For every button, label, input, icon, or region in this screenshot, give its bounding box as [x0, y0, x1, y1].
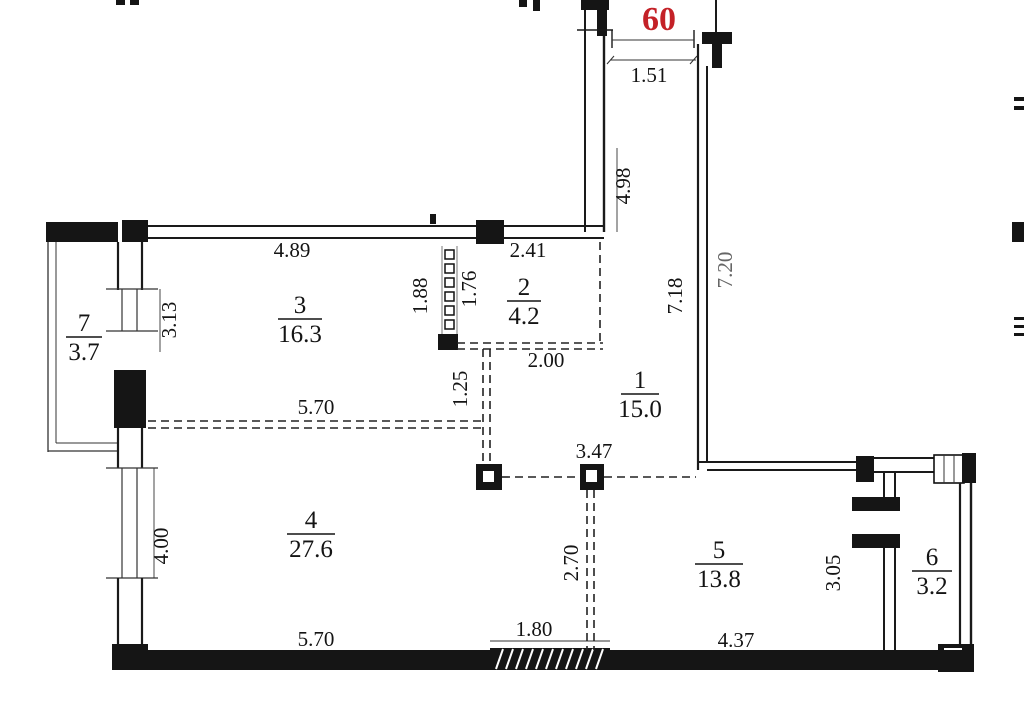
room-7-number: 7	[78, 310, 91, 337]
dim-top-wall-a: 4.89	[274, 238, 311, 262]
room-label-6: 6 3.2	[912, 544, 952, 600]
dim-room3-width: 5.70	[298, 395, 335, 419]
mid-horizontal-wall	[698, 453, 976, 484]
bottom-door-hatch	[490, 640, 610, 670]
dim-room2-width: 2.00	[528, 348, 565, 372]
dim-bottom-a: 5.70	[298, 627, 335, 651]
dim-room5-side: 3.05	[821, 555, 845, 592]
dim-partition-c: 1.25	[448, 371, 472, 408]
dim-left-window-top: 3.13	[157, 302, 181, 339]
room-6-area: 3.2	[916, 573, 947, 600]
dim-partition-a: 1.88	[408, 278, 432, 315]
room-6-number: 6	[926, 544, 939, 571]
dim-right-wall: 7.20	[713, 252, 737, 289]
room-label-5: 5 13.8	[695, 537, 743, 593]
room-2-number: 2	[518, 274, 531, 301]
stairwell-wall	[577, 0, 613, 232]
dim-hall-depth: 7.18	[663, 278, 687, 315]
room-1-number: 1	[634, 367, 647, 394]
columns	[476, 464, 604, 490]
dim-left-window-bottom: 4.00	[149, 528, 173, 565]
room2-square-partition	[438, 246, 458, 350]
dim-partition-b: 1.76	[457, 271, 481, 308]
dim-bottom-b: 4.37	[718, 628, 755, 652]
room-2-area: 4.2	[508, 303, 539, 330]
room-3-area: 16.3	[278, 321, 322, 348]
room-label-1: 1 15.0	[618, 367, 662, 423]
room-label-7: 7 3.7	[66, 310, 102, 366]
dim-entry-door: 1.51	[631, 63, 668, 87]
balcony-structure	[46, 222, 118, 452]
room-7-area: 3.7	[68, 339, 99, 366]
room-4-number: 4	[305, 507, 318, 534]
room-label-4: 4 27.6	[287, 507, 335, 563]
dim-hall-span: 3.47	[576, 439, 613, 463]
entry-door-opening	[606, 30, 698, 65]
room-4-area: 27.6	[289, 536, 333, 563]
dim-top-wall-b: 2.41	[510, 238, 547, 262]
room-label-2: 2 4.2	[507, 274, 541, 330]
room-5-number: 5	[713, 537, 726, 564]
top-right-corner-wall	[702, 0, 732, 68]
dim-room45-divider: 2.70	[559, 545, 583, 582]
hall-right-wall	[696, 44, 708, 470]
room-5-area: 13.8	[697, 566, 741, 593]
room-1-area: 15.0	[618, 396, 662, 423]
dim-stairwell-wall: 4.98	[611, 168, 635, 205]
top-main-wall	[148, 214, 604, 244]
room-3-number: 3	[294, 292, 307, 319]
dashed-partitions	[148, 242, 696, 650]
dim-bottom-door: 1.80	[516, 617, 553, 641]
room-labels: 1 15.0 2 4.2 3 16.3 4 27.6 5 13.8 6 3.2	[66, 274, 952, 600]
apartment-number: 60	[642, 1, 676, 38]
dimension-witness-lines	[153, 148, 618, 578]
bottom-wall	[112, 650, 962, 670]
left-exterior-wall	[106, 220, 158, 670]
room5-room6-wall	[852, 472, 900, 650]
window-symbol	[933, 454, 965, 484]
room-label-3: 3 16.3	[278, 292, 322, 348]
cut-off-marks	[116, 0, 1024, 336]
dimension-labels: 1.51 4.98 7.18 7.20 4.89 2.41 1.88 1.76 …	[149, 63, 845, 652]
